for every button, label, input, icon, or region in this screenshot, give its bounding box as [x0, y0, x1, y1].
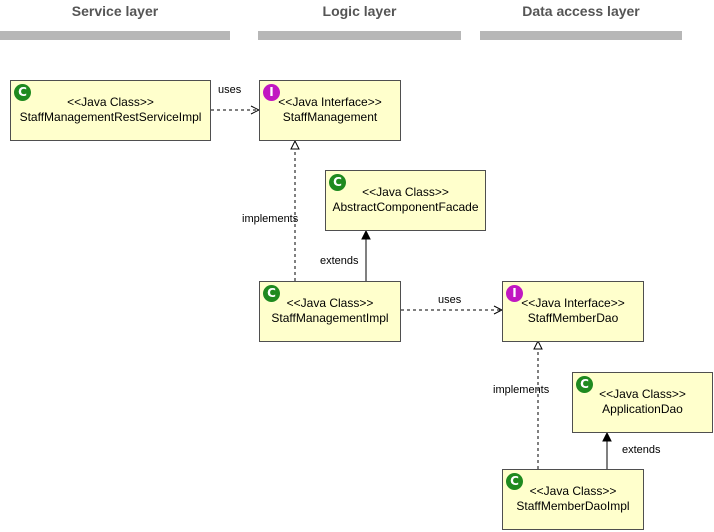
data-access-layer-title: Data access layer — [522, 3, 640, 19]
logic-layer-divider — [258, 31, 461, 40]
service-layer-title: Service layer — [71, 3, 159, 19]
node-application-dao[interactable]: C <<Java Class>> ApplicationDao — [572, 372, 713, 433]
node-staff-member-dao[interactable]: I <<Java Interface>> StaffMemberDao — [502, 281, 644, 342]
uses-label-1: uses — [218, 84, 242, 96]
class-badge-icon: C — [329, 174, 346, 191]
node-staff-management-rest-service-impl[interactable]: C <<Java Class>> StaffManagementRestServ… — [10, 80, 211, 141]
implements-label-2: implements — [493, 384, 550, 396]
data-access-layer-divider — [480, 31, 682, 40]
node-staff-member-dao-impl[interactable]: C <<Java Class>> StaffMemberDaoImpl — [502, 469, 644, 530]
node-stereotype: <<Java Class>> — [529, 484, 617, 498]
node-name: StaffManagement — [282, 110, 378, 124]
node-stereotype: <<Java Class>> — [286, 296, 374, 310]
node-name: ApplicationDao — [602, 402, 683, 416]
implements-arrowhead-2 — [533, 339, 543, 350]
class-badge-icon: C — [506, 473, 523, 490]
node-name: StaffMemberDaoImpl — [516, 499, 630, 513]
node-name: StaffManagementRestServiceImpl — [19, 110, 202, 124]
node-name: AbstractComponentFacade — [332, 200, 479, 214]
node-name: StaffMemberDao — [527, 311, 619, 325]
extends-arrowhead-2 — [602, 431, 612, 442]
node-staff-management[interactable]: I <<Java Interface>> StaffManagement — [259, 80, 401, 141]
node-staff-management-impl[interactable]: C <<Java Class>> StaffManagementImpl — [259, 281, 401, 342]
node-name: StaffManagementImpl — [271, 311, 389, 325]
class-badge-icon: C — [14, 84, 31, 101]
node-stereotype: <<Java Class>> — [362, 185, 449, 199]
implements-arrowhead-1 — [290, 139, 300, 150]
interface-badge-icon: I — [263, 84, 280, 101]
class-badge-icon: C — [263, 285, 280, 302]
node-abstract-component-facade[interactable]: C <<Java Class>> AbstractComponentFacade — [325, 170, 486, 231]
class-badge-icon: C — [576, 376, 593, 393]
extends-label-1: extends — [320, 255, 359, 267]
logic-layer-title: Logic layer — [322, 3, 397, 19]
node-stereotype: <<Java Interface>> — [278, 95, 382, 109]
node-stereotype: <<Java Class>> — [67, 95, 154, 109]
node-stereotype: <<Java Interface>> — [521, 296, 625, 310]
interface-badge-icon: I — [506, 285, 523, 302]
extends-label-2: extends — [622, 444, 661, 456]
uses-label-2: uses — [438, 294, 462, 306]
implements-label-1: implements — [242, 213, 299, 225]
service-layer-divider — [0, 31, 230, 40]
node-stereotype: <<Java Class>> — [599, 387, 686, 401]
extends-arrowhead-1 — [361, 229, 371, 240]
